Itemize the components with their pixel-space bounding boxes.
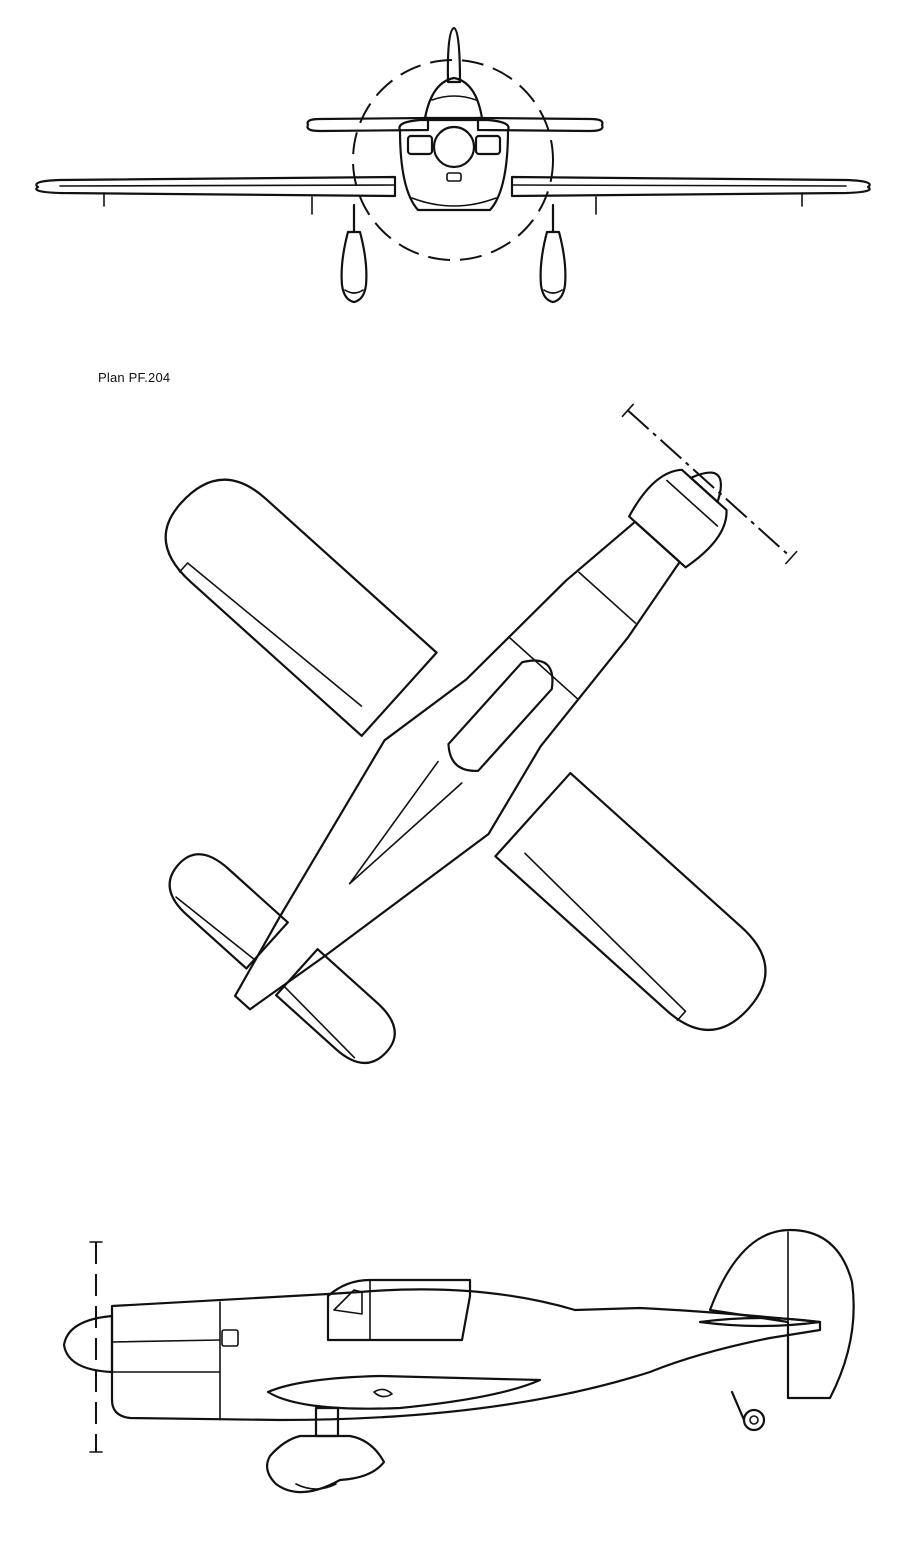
spinner-front [432, 125, 476, 169]
right-wing-plan [494, 771, 767, 1031]
propeller-disc [352, 59, 554, 261]
fuselage-side [110, 1288, 822, 1422]
fin-side [708, 1228, 855, 1400]
left-wheel-fairing [340, 230, 368, 304]
cowling-front [398, 118, 510, 212]
right-wing-front [510, 175, 871, 198]
drawing-caption: Plan PF.204 [98, 370, 171, 385]
tailplane-side [698, 1316, 822, 1328]
canopy-side [326, 1278, 472, 1342]
wing-root-side [266, 1374, 542, 1410]
chin-intake [446, 172, 462, 182]
main-wheel-fairing-side [265, 1434, 386, 1494]
fuselage-plan [233, 520, 681, 1011]
left-wing-plan [164, 478, 438, 737]
left-intake [406, 134, 434, 156]
canopy-front [423, 76, 484, 120]
right-tailplane-front [476, 116, 604, 133]
right-intake [474, 134, 502, 156]
left-wing-front [35, 175, 397, 198]
cowling-plan [628, 468, 728, 569]
tail-wheel-side [742, 1408, 766, 1432]
fin-front [446, 26, 462, 84]
propeller-line [627, 409, 792, 559]
spinner-side [62, 1314, 114, 1374]
right-wheel-fairing [539, 230, 567, 304]
roundel-mark [373, 1388, 393, 1398]
exhaust-stack [221, 1329, 239, 1347]
left-tailplane-plan [168, 853, 289, 970]
right-tailplane-plan [274, 948, 396, 1065]
left-tailplane-front [306, 116, 430, 133]
canopy-plan [447, 659, 554, 772]
